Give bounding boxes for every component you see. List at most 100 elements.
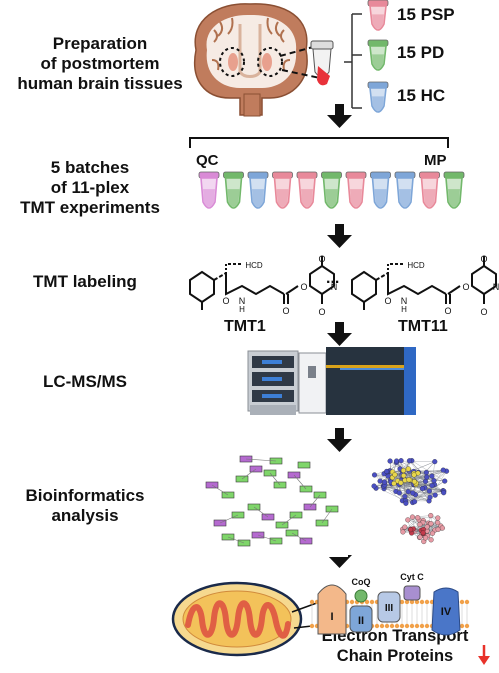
lipid-head [374, 623, 380, 629]
network-node [415, 515, 421, 521]
network-node [417, 521, 423, 528]
complex-I-label: I [330, 611, 333, 623]
svg-text:HCD: HCD [245, 261, 263, 270]
network-node [423, 469, 429, 476]
lipid-head [419, 623, 425, 629]
step-batches-title: 5 batches of 11-plex TMT experiments [20, 158, 160, 217]
etc-caption-line2: Chain Proteins [336, 647, 454, 665]
svg-text:N: N [331, 282, 338, 292]
lipid-head [349, 599, 355, 605]
network-edge [401, 469, 444, 476]
network-node [398, 458, 404, 464]
svg-text:O: O [318, 307, 325, 317]
network-node [428, 513, 434, 519]
pathway-edge [257, 534, 277, 542]
svg-text:N: N [493, 282, 499, 292]
pathway-edge [281, 514, 297, 526]
svg-text:N: N [401, 296, 408, 306]
network-node [419, 486, 425, 492]
tmt1-label: TMT1 [224, 318, 266, 335]
network-node [429, 473, 435, 479]
network-node [432, 459, 438, 465]
mp-label: MP [424, 152, 447, 169]
step-labeling-title: TMT labeling [33, 272, 137, 291]
lipid-head [364, 599, 370, 605]
batch-tube-11 [443, 171, 465, 209]
network-node [429, 483, 435, 489]
network-node [391, 480, 397, 487]
complex-III-label: III [385, 603, 394, 614]
pathway-edge [293, 474, 307, 490]
network-node [409, 514, 416, 520]
network-edge [401, 461, 435, 476]
batch-tube-3 [247, 171, 269, 209]
network-node [412, 499, 418, 505]
lipid-head [424, 599, 430, 605]
svg-text:O: O [318, 254, 325, 264]
network-node [428, 537, 434, 543]
network-node [420, 530, 426, 536]
batch-tube-2 [223, 171, 244, 209]
lipid-head [414, 599, 420, 605]
lipid-head [389, 623, 395, 629]
network-edge [373, 485, 406, 501]
pathway-edge [269, 472, 281, 486]
lipid-head [464, 599, 470, 605]
lipid-head [399, 599, 405, 605]
svg-text:H: H [401, 305, 407, 314]
svg-text:O: O [480, 307, 487, 317]
network-edge [415, 481, 444, 491]
flow-arrow-2 [327, 224, 352, 248]
svg-text:HCD: HCD [407, 261, 425, 270]
network-edge [429, 471, 447, 498]
network-edge [401, 474, 445, 482]
network-node [424, 474, 430, 480]
network-node [403, 500, 409, 506]
network-node [429, 530, 436, 536]
network-edge [405, 497, 431, 504]
group-bracket [344, 13, 362, 109]
network-edge [383, 485, 409, 492]
network-node [439, 525, 445, 531]
svg-text:N: N [239, 296, 246, 306]
network-node [432, 492, 438, 498]
lipid-head [394, 623, 400, 629]
batch-tube-8 [370, 171, 391, 209]
svg-text:O: O [300, 282, 307, 292]
lipid-head [409, 599, 415, 605]
lipid-head [414, 623, 420, 629]
network-node [411, 472, 417, 478]
group-tube-1 [367, 0, 389, 31]
group-tube-3 [367, 81, 389, 113]
coq-molecule: CoQ [352, 577, 371, 603]
flow-arrow-1 [327, 104, 352, 128]
svg-text:O: O [222, 296, 229, 306]
network-node [377, 478, 383, 484]
network-node [400, 467, 407, 474]
batch-tube-7 [345, 171, 367, 209]
group-label-pd: 15 PD [397, 43, 445, 62]
network-edge [374, 474, 430, 502]
group-tube-2 [367, 39, 389, 71]
network-node [406, 477, 412, 483]
lipid-head [409, 623, 415, 629]
lipid-head [459, 599, 465, 605]
step-bioinfo-title: Bioinformatics analysis [25, 486, 145, 525]
tmt-ellipsis: ... [326, 270, 340, 287]
lipid-head [459, 623, 465, 629]
network-node [392, 472, 398, 478]
batch-tube-4 [272, 171, 293, 209]
network-edge [407, 519, 428, 527]
complex-I: I [317, 584, 347, 635]
pathway-edge [227, 536, 245, 544]
flow-arrow-3 [327, 322, 352, 346]
network-node [387, 458, 393, 464]
network-node [423, 535, 429, 541]
lipid-head [369, 599, 375, 605]
network-node [384, 468, 390, 474]
batch-bracket [189, 137, 449, 148]
network-edge [405, 490, 444, 501]
network-node [371, 483, 377, 489]
svg-text:O: O [384, 296, 391, 306]
lipid-head [404, 599, 410, 605]
